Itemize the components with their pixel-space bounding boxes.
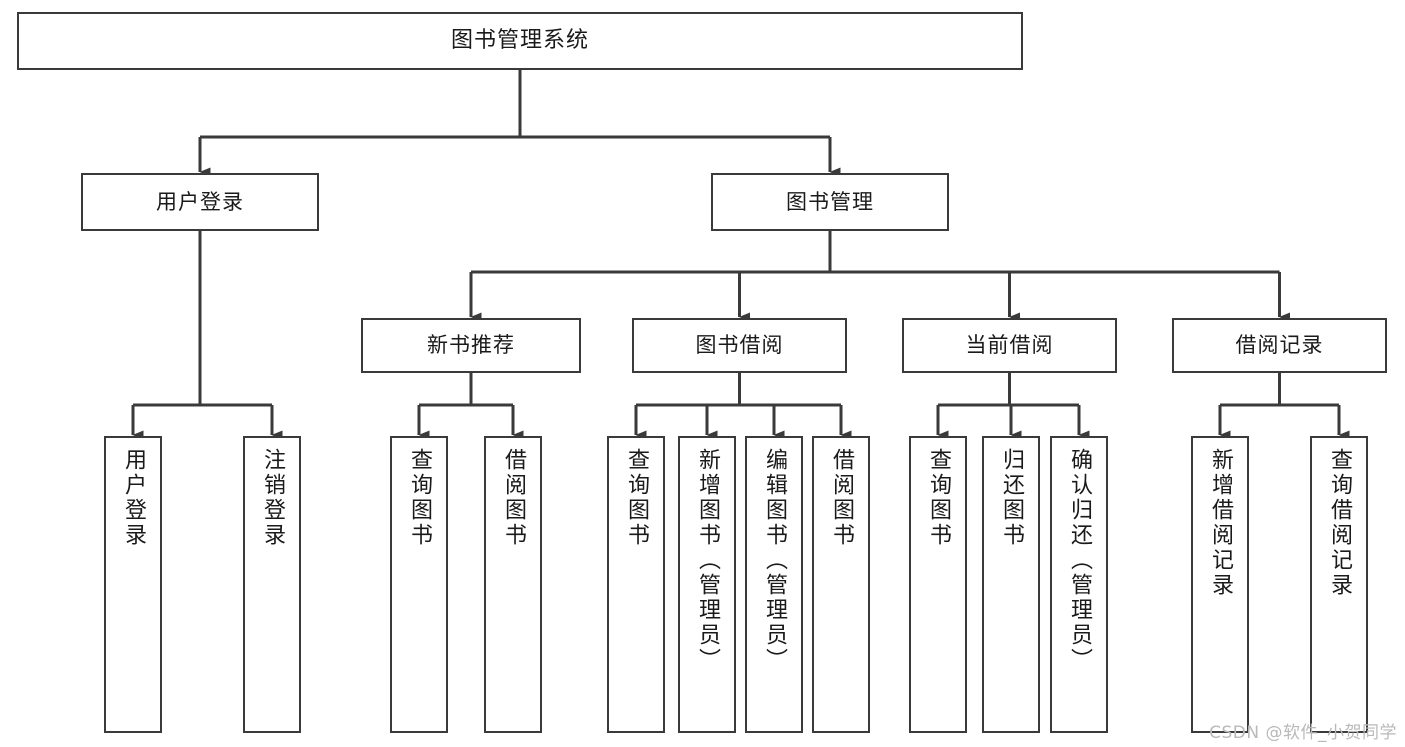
node-l-qrec[interactable]: 查询借阅记录 xyxy=(1310,436,1368,733)
node-root[interactable]: 图书管理系统 xyxy=(17,12,1023,70)
node-label: 确认归还（管理员） xyxy=(1067,448,1092,673)
node-bookmgmt[interactable]: 图书管理 xyxy=(711,173,949,231)
node-label: 归还图书 xyxy=(999,448,1024,548)
node-l-q2[interactable]: 查询图书 xyxy=(607,436,665,733)
node-label: 查询图书 xyxy=(926,448,951,548)
node-l-edit[interactable]: 编辑图书（管理员） xyxy=(745,436,803,733)
node-label: 图书管理系统 xyxy=(450,28,589,54)
node-l-b2[interactable]: 借阅图书 xyxy=(812,436,870,733)
node-l-b1[interactable]: 借阅图书 xyxy=(484,436,542,733)
node-label: 图书借阅 xyxy=(695,333,784,358)
node-label: 图书管理 xyxy=(786,189,874,214)
node-current[interactable]: 当前借阅 xyxy=(902,318,1117,373)
node-label: 查询图书 xyxy=(624,448,649,548)
node-label: 新增借阅记录 xyxy=(1208,448,1233,598)
node-l-logout[interactable]: 注销登录 xyxy=(243,436,301,733)
node-login[interactable]: 用户登录 xyxy=(81,173,319,231)
node-newbook[interactable]: 新书推荐 xyxy=(361,318,581,373)
node-label: 借阅记录 xyxy=(1235,333,1324,358)
csdn-watermark: CSDN @软件_小贺同学 xyxy=(1209,723,1397,743)
node-label: 新书推荐 xyxy=(427,333,515,358)
node-label: 查询图书 xyxy=(407,448,432,548)
node-l-q3[interactable]: 查询图书 xyxy=(909,436,967,733)
node-borrow[interactable]: 图书借阅 xyxy=(632,318,847,373)
node-l-addrec[interactable]: 新增借阅记录 xyxy=(1191,436,1249,733)
node-label: 用户登录 xyxy=(121,448,146,548)
node-label: 注销登录 xyxy=(260,448,285,548)
node-l-confirm[interactable]: 确认归还（管理员） xyxy=(1050,436,1108,733)
node-label: 用户登录 xyxy=(156,189,244,214)
node-l-add[interactable]: 新增图书（管理员） xyxy=(678,436,736,733)
node-label: 借阅图书 xyxy=(829,448,854,548)
node-l-return[interactable]: 归还图书 xyxy=(982,436,1040,733)
node-label: 编辑图书（管理员） xyxy=(762,448,787,673)
node-l-q1[interactable]: 查询图书 xyxy=(390,436,448,733)
node-l-login[interactable]: 用户登录 xyxy=(104,436,162,733)
node-label: 查询借阅记录 xyxy=(1327,448,1352,598)
node-label: 当前借阅 xyxy=(965,333,1054,358)
node-records[interactable]: 借阅记录 xyxy=(1172,318,1387,373)
node-label: 借阅图书 xyxy=(501,448,526,548)
node-label: 新增图书（管理员） xyxy=(695,448,720,673)
